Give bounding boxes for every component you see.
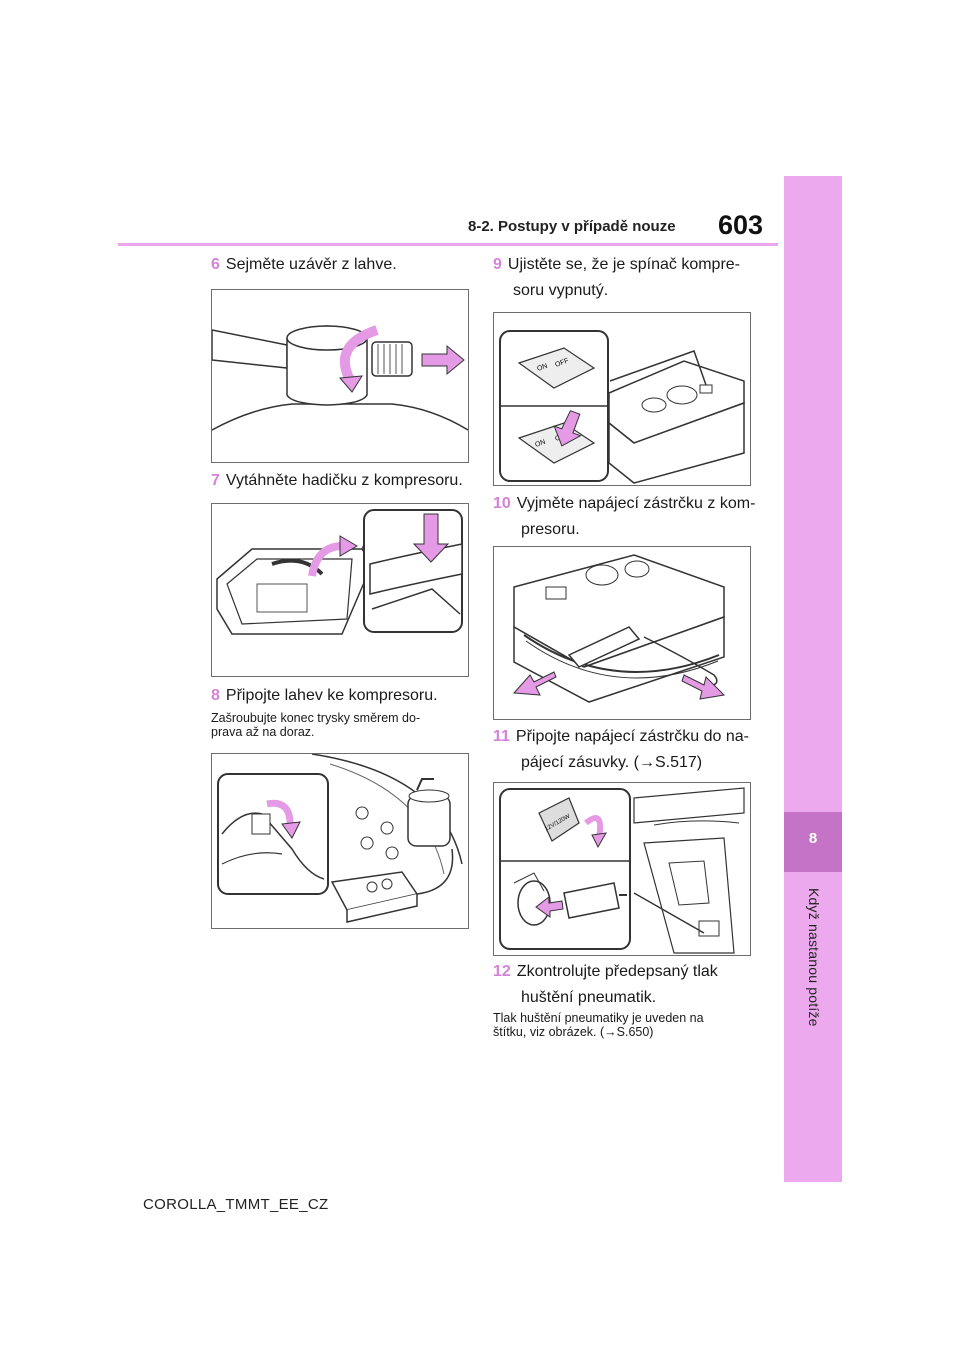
note-line: prava až na doraz.: [211, 725, 315, 739]
chapter-side-tab: [784, 176, 842, 1182]
switch-on-label-top: ON: [536, 363, 548, 373]
step-number: 12: [493, 963, 511, 980]
step-text: Zkontrolujte předepsaný tlak: [516, 963, 718, 980]
step-9: 9 Ujistěte se, že je spínač kompre- soru …: [493, 252, 740, 304]
step-number: 9: [493, 256, 502, 273]
step-12: 12 Zkontrolujte předepsaný tlak huštění p…: [493, 959, 718, 1011]
step-text-cont: presoru.: [521, 521, 580, 538]
step-number: 11: [493, 728, 510, 745]
figure-connect-bottle: [211, 753, 469, 929]
step-text-cont: huštění pneumatik.: [521, 989, 657, 1006]
step-8-note: Zašroubujte konec trysky směrem do- prav…: [211, 711, 420, 739]
step-number: 7: [211, 472, 220, 489]
note-line: Tlak huštění pneumatiky je uveden na: [493, 1011, 704, 1025]
chapter-title: Když nastanou potíže: [806, 888, 822, 1027]
step-11: 11 Připojte napájecí zástrčku do na- páje…: [493, 724, 749, 776]
step-text: Vytáhněte hadičku z kompresoru.: [225, 472, 463, 489]
step-text-cont: pájecí zásuvky. (→S.517): [521, 754, 703, 771]
switch-on-label-bottom: ON: [534, 439, 546, 449]
note-line: Zašroubujte konec trysky směrem do-: [211, 711, 421, 725]
switch-off-label-top: OFF: [554, 358, 570, 369]
figure-pull-out-hose: [211, 503, 469, 677]
section-title: 8-2. Postupy v případě nouze: [468, 218, 676, 235]
step-7: 7 Vytáhněte hadičku z kompresoru.: [211, 468, 463, 494]
step-text: Ujistěte se, že je spínač kompre-: [507, 256, 740, 273]
figure-plug-into-socket: 12V/120W: [493, 782, 751, 956]
step-12-note: Tlak huštění pneumatiky je uveden na ští…: [493, 1011, 704, 1039]
step-text: Sejměte uzávěr z lahve.: [225, 256, 397, 273]
figure-remove-bottle-cap: [211, 289, 469, 463]
page-number: 603: [718, 210, 764, 240]
step-6: 6 Sejměte uzávěr z lahve.: [211, 252, 397, 278]
document-code: COROLLA_TMMT_EE_CZ: [143, 1196, 329, 1213]
figure-take-out-plug: [493, 546, 751, 720]
note-line: štítku, viz obrázek. (→S.650): [493, 1025, 654, 1039]
step-number: 6: [211, 256, 220, 273]
header-rule: [118, 243, 778, 246]
step-text: Vyjměte napájecí zástrčku z kom-: [516, 495, 756, 512]
step-number: 10: [493, 495, 511, 512]
figure-check-switch-off: ON OFF ON OFF: [493, 312, 751, 486]
step-text-cont: soru vypnutý.: [513, 282, 609, 299]
step-8: 8 Připojte lahev ke kompresoru.: [211, 683, 438, 709]
step-10: 10 Vyjměte napájecí zástrčku z kom- preso…: [493, 491, 755, 543]
step-text: Připojte napájecí zástrčku do na-: [515, 728, 749, 745]
step-number: 8: [211, 687, 220, 704]
chapter-number: 8: [808, 830, 818, 847]
step-text: Připojte lahev ke kompresoru.: [225, 687, 438, 704]
chapter-number-box: [784, 812, 842, 872]
